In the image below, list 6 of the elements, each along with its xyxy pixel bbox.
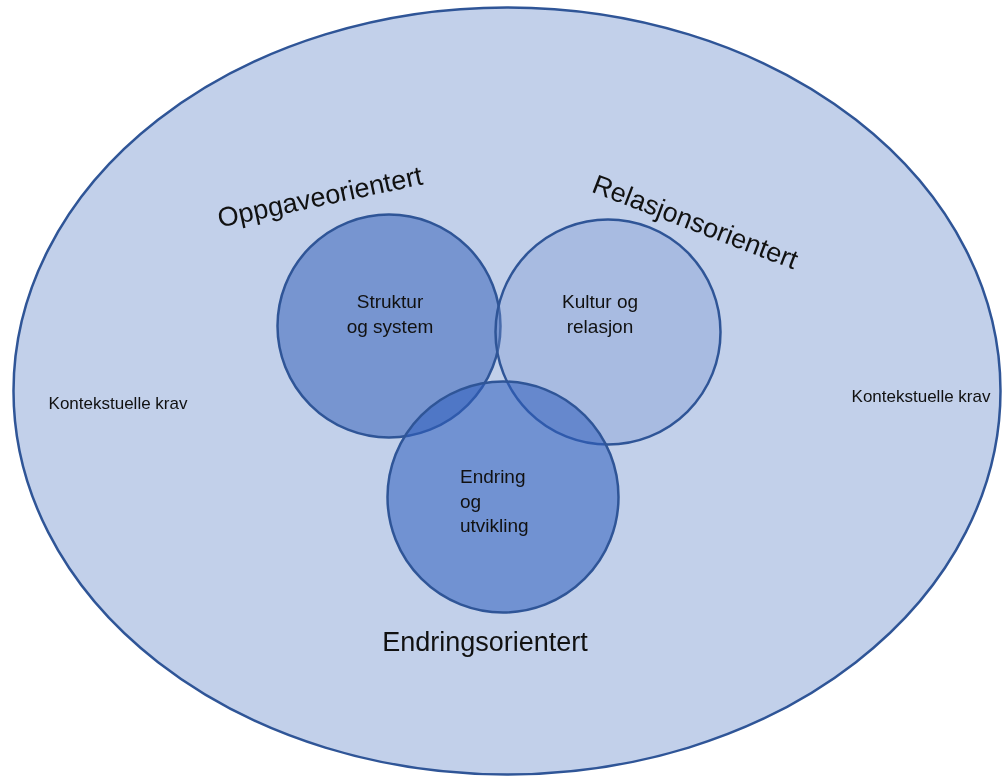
circle-label: Kultur og relasjon xyxy=(560,290,639,339)
circle-heading: Endringsorientert xyxy=(381,626,589,659)
circle-label: Endring og utvikling xyxy=(460,465,530,539)
region-label: Kontekstuelle krav xyxy=(850,386,992,408)
circle-label: Struktur og system xyxy=(345,290,435,339)
region-label: Kontekstuelle krav xyxy=(47,393,189,415)
